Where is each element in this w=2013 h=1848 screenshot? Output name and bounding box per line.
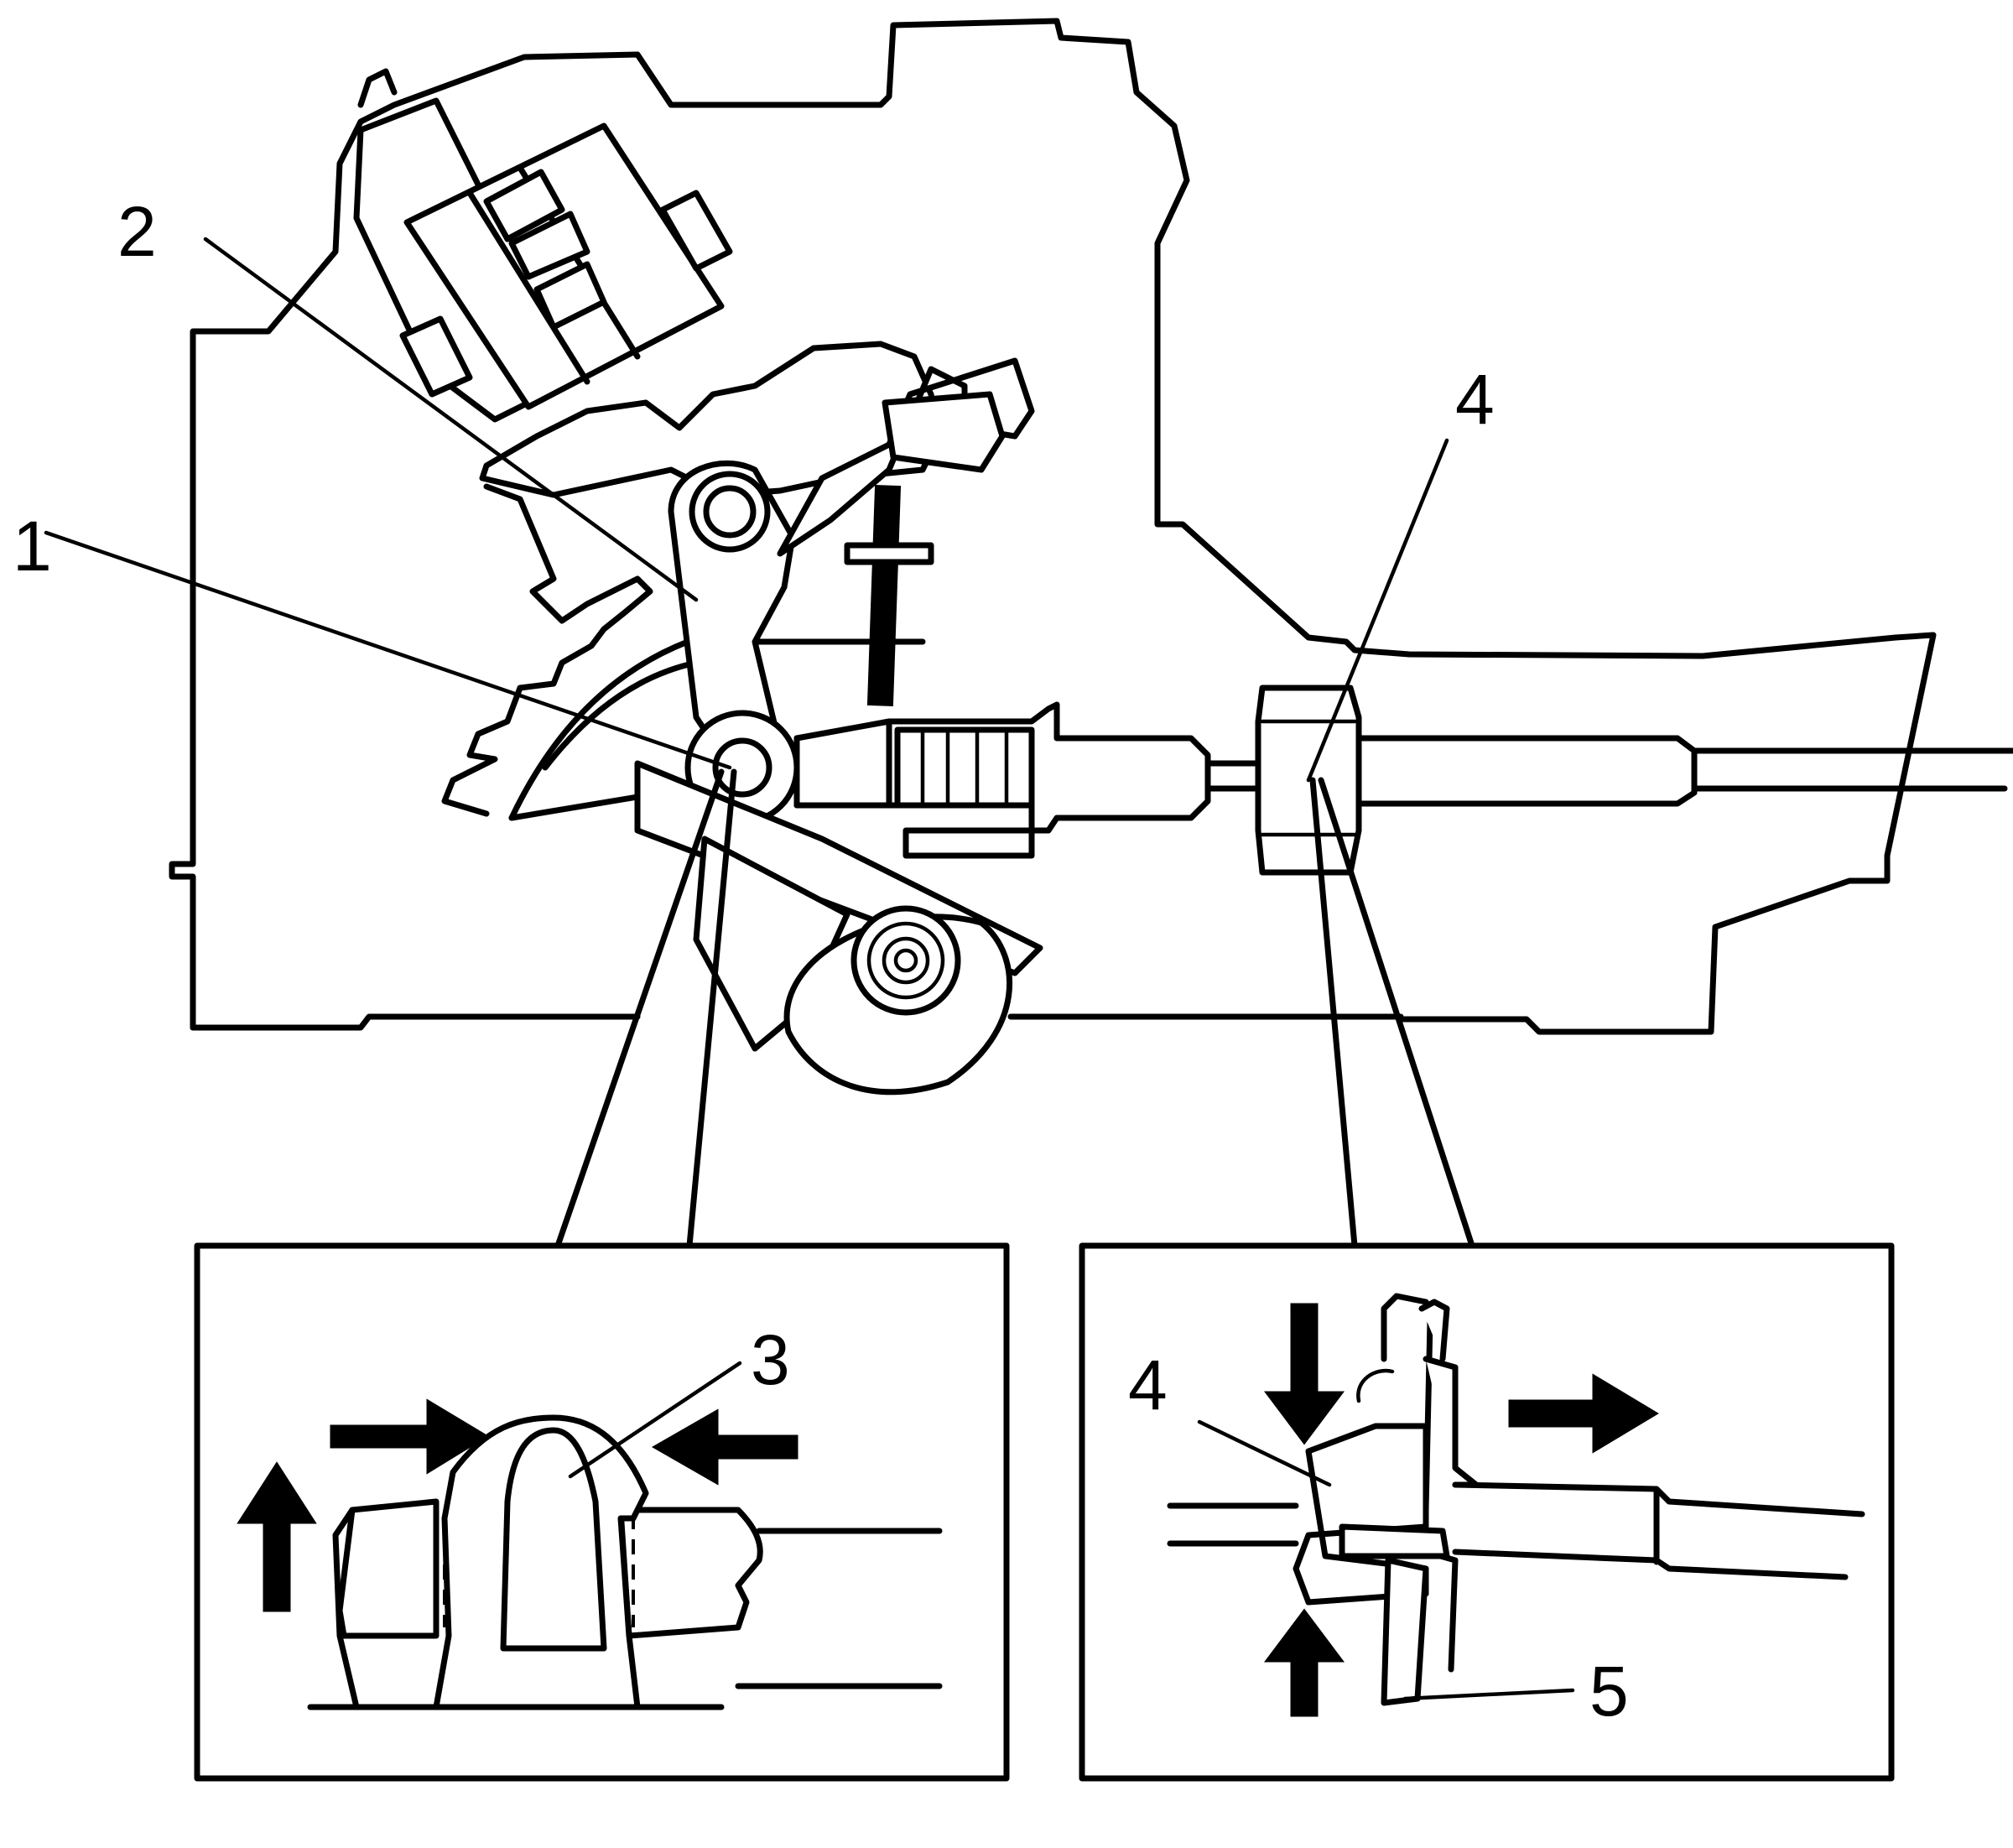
callout-3: 3 [751,1320,790,1399]
inset-cable-lock [1079,1242,1895,1782]
callout-2: 2 [117,192,157,271]
shift-cable-end [793,685,1362,876]
inset-selector-pin [194,1242,1010,1782]
callout-4-inset: 4 [1128,1346,1168,1424]
arrow-left-icon [651,1408,798,1486]
transmission-housing [169,18,2013,1035]
arrow-right-icon [330,1398,489,1475]
callout-5: 5 [1589,1652,1629,1731]
arrow-down-icon [1264,1303,1345,1445]
arrow-right-icon [1508,1373,1659,1454]
callout-labels: 1 2 4 3 4 5 [13,192,1629,1731]
callout-leaders [44,237,1449,783]
shift-actuator [353,68,943,498]
zoom-lines [554,768,1475,1249]
callout-4-main: 4 [1455,360,1495,439]
arrow-up-icon [1264,1608,1345,1717]
callout-1: 1 [13,507,52,586]
arrow-up-icon [237,1461,317,1612]
